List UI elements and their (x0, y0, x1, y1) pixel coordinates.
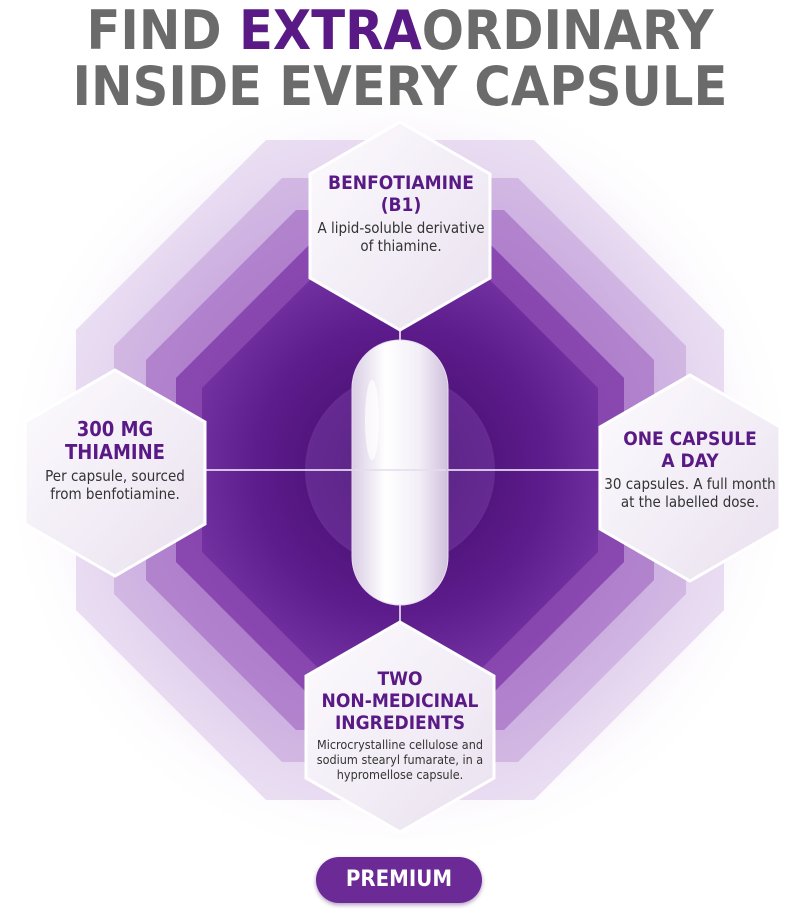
headline-line-1: FIND EXTRAORDINARY (32, 0, 768, 62)
headline-suffix: ORDINARY (421, 0, 714, 62)
card-title-line-2: A DAY (661, 450, 719, 472)
card-ingredients: TWO NON-MEDICINAL INGREDIENTS Microcryst… (300, 668, 500, 782)
premium-label: PREMIUM (345, 867, 453, 892)
capsule-graphic (351, 339, 449, 606)
card-body: Per capsule, sourced from benfotiamine. (45, 467, 185, 503)
card-dosage: ONE CAPSULE A DAY 30 capsules. A full mo… (590, 428, 790, 511)
card-body: 30 capsules. A full month at the labelle… (604, 475, 776, 511)
hexagon-cards (23, 120, 782, 834)
card-title-line-1: TWO (377, 668, 423, 690)
card-body: Microcrystalline cellulose and sodium st… (316, 737, 484, 782)
premium-badge: PREMIUM (316, 857, 482, 903)
card-thiamine-dose: 300 MG THIAMINE Per capsule, sourced fro… (20, 417, 210, 504)
card-title-line-1: 300 MG (76, 417, 154, 441)
card-body: A lipid-soluble derivative of thiamine. (317, 219, 485, 255)
card-title-line-1: ONE CAPSULE (623, 428, 757, 450)
card-title-line-3: INGREDIENTS (334, 712, 466, 734)
headline-accent: EXTRA (238, 0, 422, 62)
card-benfotiamine: BENFOTIAMINE (B1) A lipid-soluble deriva… (306, 172, 496, 255)
card-title-line-2: NON-MEDICINAL (321, 690, 479, 712)
card-title-line-2: THIAMINE (65, 440, 165, 464)
headline-line-2: INSIDE EVERY CAPSULE (72, 55, 728, 118)
card-title: BENFOTIAMINE (B1) (328, 172, 474, 216)
headline-prefix: FIND (86, 0, 239, 62)
